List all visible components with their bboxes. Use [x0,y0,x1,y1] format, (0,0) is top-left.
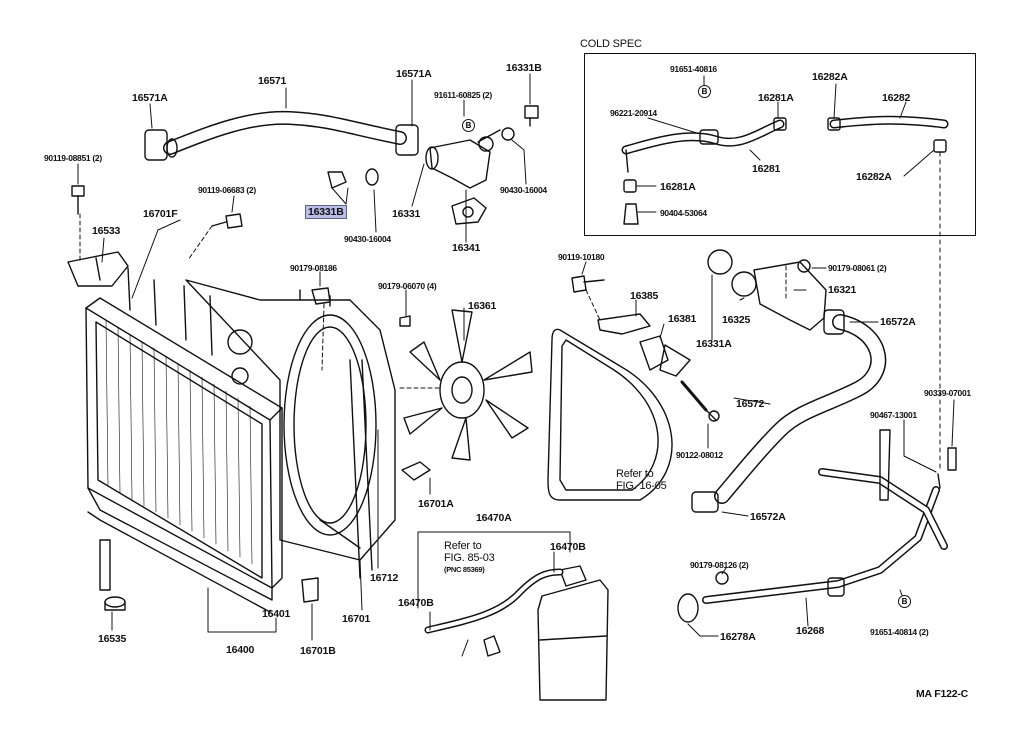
part-label-16533[interactable]: 16533 [92,225,121,237]
diagram-code: MA F122-C [916,688,969,700]
part-label-16712[interactable]: 16712 [370,572,399,584]
part-label-16701f[interactable]: 16701F [143,208,178,220]
part-label-90179-06070[interactable]: 90179-06070 (4) [378,281,437,291]
bolt-90119-10180 [571,275,605,293]
part-label-16282a-bottom[interactable]: 16282A [856,171,892,183]
bolt-90119-08851 [71,185,85,215]
part-label-16571a-right[interactable]: 16571A [396,68,432,80]
part-label-16572a-bottom[interactable]: 16572A [750,511,786,523]
part-label-16401[interactable]: 16401 [262,608,291,620]
clip-16701A [401,461,431,481]
plug-16331B [327,171,347,189]
part-label-90339-07001[interactable]: 90339-07001 [924,388,971,398]
part-label-91611-60825[interactable]: 91611-60825 (2) [434,90,492,100]
part-label-16341[interactable]: 16341 [452,242,481,254]
washer-90430-lower [365,168,379,186]
upper-radiator-hose [144,110,419,161]
bracket-16533 [67,251,129,287]
part-label-16400[interactable]: 16400 [226,644,255,656]
water-bypass-pipe-16268 [677,429,948,623]
part-label-90430-16004-a[interactable]: 90430-16004 [500,185,547,195]
ref-fig-16-05-line2[interactable]: FIG. 16-05 [616,480,667,492]
part-label-90404-53064[interactable]: 90404-53064 [660,208,707,218]
washer-90430-upper [501,127,515,141]
part-label-16331a[interactable]: 16331A [696,338,732,350]
part-label-90122-08012[interactable]: 90122-08012 [676,450,723,460]
part-label-90467-13001[interactable]: 90467-13001 [870,410,917,420]
part-label-16701a[interactable]: 16701A [418,498,454,510]
gasket-16341 [451,197,487,225]
bolt-90122-08012 [680,380,720,422]
cooling-fan [403,309,533,461]
part-label-16278a[interactable]: 16278A [720,631,756,643]
part-label-91651-40814[interactable]: 91651-40814 (2) [870,627,929,637]
bolt-90119-06683 [211,213,243,229]
part-label-16282[interactable]: 16282 [882,92,911,104]
part-label-16385[interactable]: 16385 [630,290,659,302]
lower-radiator-hose [691,309,887,513]
marker-b-cold: B [698,85,711,98]
part-label-16282a-top[interactable]: 16282A [812,71,848,83]
part-label-16572a-top[interactable]: 16572A [880,316,916,328]
water-inlet-16321 [707,249,827,331]
part-label-91651-40816[interactable]: 91651-40816 [670,64,717,74]
part-label-90179-08126[interactable]: 90179-08126 (2) [690,560,749,570]
part-label-90179-08186[interactable]: 90179-08186 [290,263,337,273]
hose-90339 [937,447,957,489]
nut-90179-08186 [311,287,331,305]
marker-b-upper: B [462,119,475,132]
part-label-96221-20914[interactable]: 96221-20914 [610,108,657,118]
leader-lines [77,73,955,657]
part-label-16325[interactable]: 16325 [722,314,751,326]
cold-spec-title: COLD SPEC [580,38,642,50]
part-label-90119-06683[interactable]: 90119-06683 (2) [198,185,256,195]
bracket-16385 [597,313,691,377]
part-label-90119-08851[interactable]: 90119-08851 (2) [44,153,102,163]
part-label-16281[interactable]: 16281 [752,163,781,175]
part-label-90179-08061[interactable]: 90179-08061 (2) [828,263,887,273]
ref-fig-85-03-line3[interactable]: (PNC 85369) [444,565,485,574]
clip-16701B [301,577,319,603]
part-label-16572[interactable]: 16572 [736,398,765,410]
part-label-16268[interactable]: 16268 [796,625,825,637]
part-label-16470a[interactable]: 16470A [476,512,512,524]
part-label-16571a-left[interactable]: 16571A [132,92,168,104]
part-label-16331b-highlighted[interactable]: 16331B [305,205,347,219]
part-label-16701[interactable]: 16701 [342,613,371,625]
part-label-16361[interactable]: 16361 [468,300,497,312]
cold-spec-box [584,53,976,236]
part-label-16281a-top[interactable]: 16281A [758,92,794,104]
part-label-16571[interactable]: 16571 [258,75,287,87]
part-label-16470b-left[interactable]: 16470B [398,597,434,609]
dashed-guides [79,213,787,389]
coolant-reservoir [417,531,609,701]
fan-belt [547,328,673,501]
radiator-core [85,267,283,613]
ref-fig-85-03-line1[interactable]: Refer to [444,540,482,552]
part-label-16321[interactable]: 16321 [828,284,857,296]
marker-b-lower: B [898,595,911,608]
part-label-16281a-bottom[interactable]: 16281A [660,181,696,193]
nut-90179-06070 [399,315,411,327]
water-outlet [425,129,501,189]
part-label-16535[interactable]: 16535 [98,633,127,645]
part-label-16331b-top[interactable]: 16331B [506,62,542,74]
part-label-90119-10180[interactable]: 90119-10180 [558,252,605,262]
plug-16331B-top [524,105,539,127]
ref-fig-85-03-line2[interactable]: FIG. 85-03 [444,552,495,564]
cold-spec-parts [621,115,949,471]
part-label-16381[interactable]: 16381 [668,313,697,325]
part-label-16701b[interactable]: 16701B [300,645,336,657]
part-label-90430-16004-b[interactable]: 90430-16004 [344,234,391,244]
fan-shroud [185,279,396,579]
part-label-16331[interactable]: 16331 [392,208,421,220]
part-label-16470b-right[interactable]: 16470B [550,541,586,553]
ref-fig-16-05-line1[interactable]: Refer to [616,468,654,480]
